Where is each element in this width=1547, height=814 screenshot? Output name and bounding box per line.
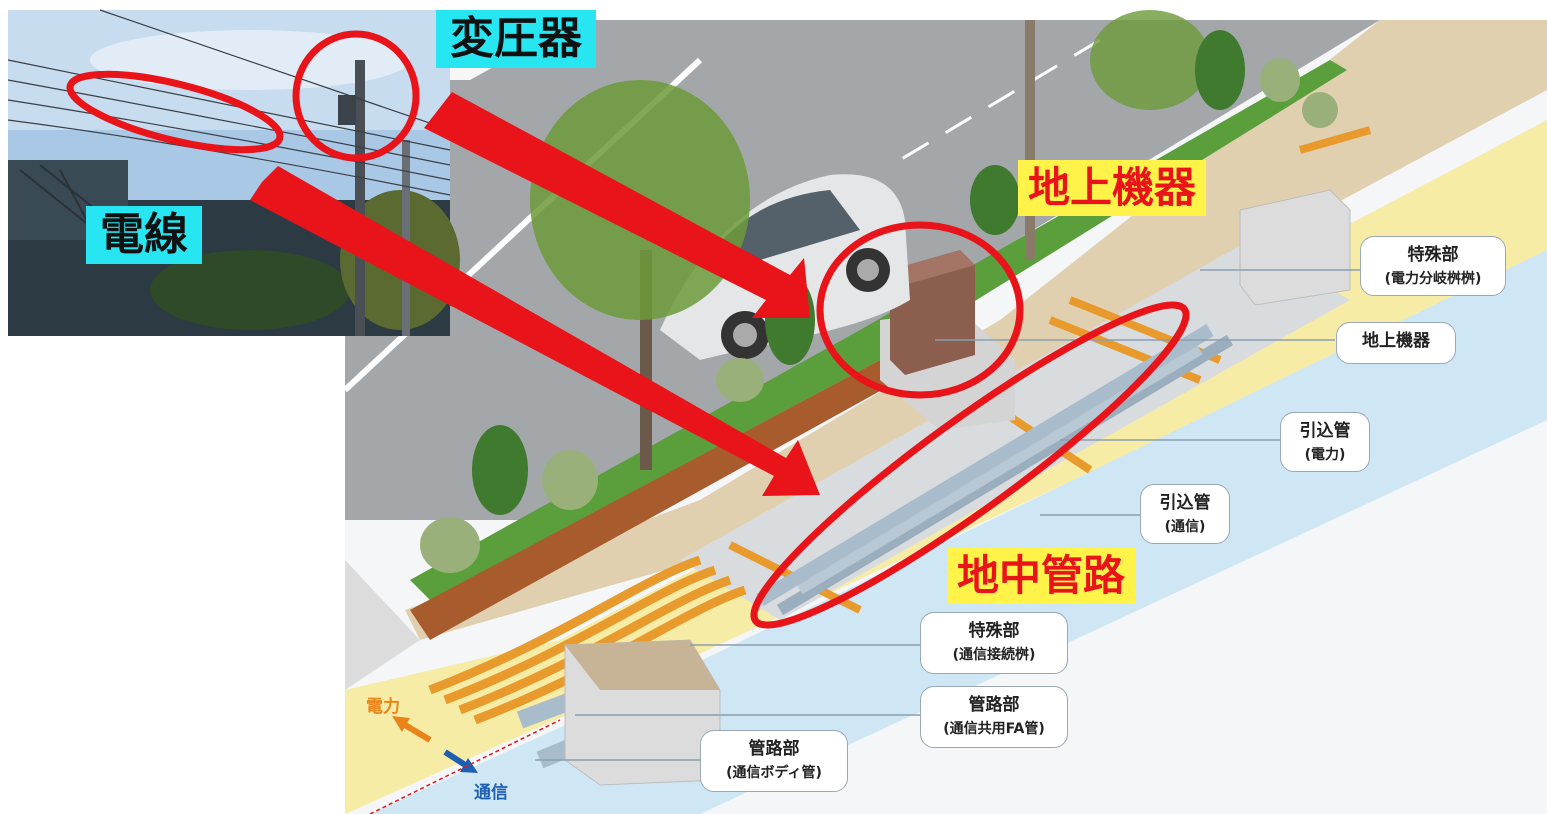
callout-title: 特殊部	[1407, 245, 1459, 265]
callout-title: 引込管	[1159, 493, 1211, 513]
callout-title: 引込管	[1299, 421, 1351, 441]
callout-conduit-body: 管路部 (通信ボディ管)	[700, 730, 848, 792]
transformer-arrow	[424, 92, 810, 318]
underground-conduit-highlight	[750, 301, 1190, 629]
callout-special-section-comm: 特殊部 (通信接続桝)	[920, 612, 1068, 674]
callout-sub: (通信共用FA管)	[943, 721, 1045, 737]
ground-equipment-label: 地上機器	[1018, 160, 1207, 216]
comm-direction-label: 通信	[474, 783, 508, 803]
transformer-highlight	[292, 30, 420, 162]
leader-lines	[535, 269, 1360, 761]
callout-sub: (電力)	[1304, 447, 1346, 463]
wire-arrow	[250, 166, 820, 496]
callout-title: 特殊部	[968, 621, 1020, 641]
car	[660, 174, 910, 360]
callout-sub: (通信接続桝)	[952, 647, 1036, 663]
callout-title: 地上機器	[1362, 331, 1430, 351]
callout-sub: (通信ボディ管)	[726, 765, 822, 781]
callout-sub: (通信)	[1164, 519, 1206, 535]
callout-title: 管路部	[968, 695, 1020, 715]
transformer-label: 変圧器	[436, 10, 596, 68]
callout-special-section-power: 特殊部 (電力分岐桝桝)	[1360, 236, 1506, 296]
direction-arrows	[369, 716, 561, 814]
utility-pole-photo	[7, 9, 460, 336]
callout-service-pipe-comm: 引込管 (通信)	[1140, 484, 1230, 544]
wire-highlight	[66, 70, 284, 154]
red-arrows	[250, 92, 820, 496]
callout-conduit-fa: 管路部 (通信共用FA管)	[920, 686, 1068, 748]
callout-sub: (電力分岐桝桝)	[1384, 271, 1482, 287]
callout-ground-equipment: 地上機器	[1336, 322, 1456, 364]
road-scene	[330, 10, 1547, 814]
callout-service-pipe-power: 引込管 (電力)	[1280, 412, 1370, 472]
underground-conduit-label: 地中管路	[947, 548, 1136, 604]
ground-equipment-highlight	[816, 221, 1024, 399]
highlight-circles	[66, 30, 1190, 629]
power-direction-label: 電力	[366, 697, 400, 717]
wire-label: 電線	[86, 206, 202, 264]
callout-title: 管路部	[748, 739, 800, 759]
